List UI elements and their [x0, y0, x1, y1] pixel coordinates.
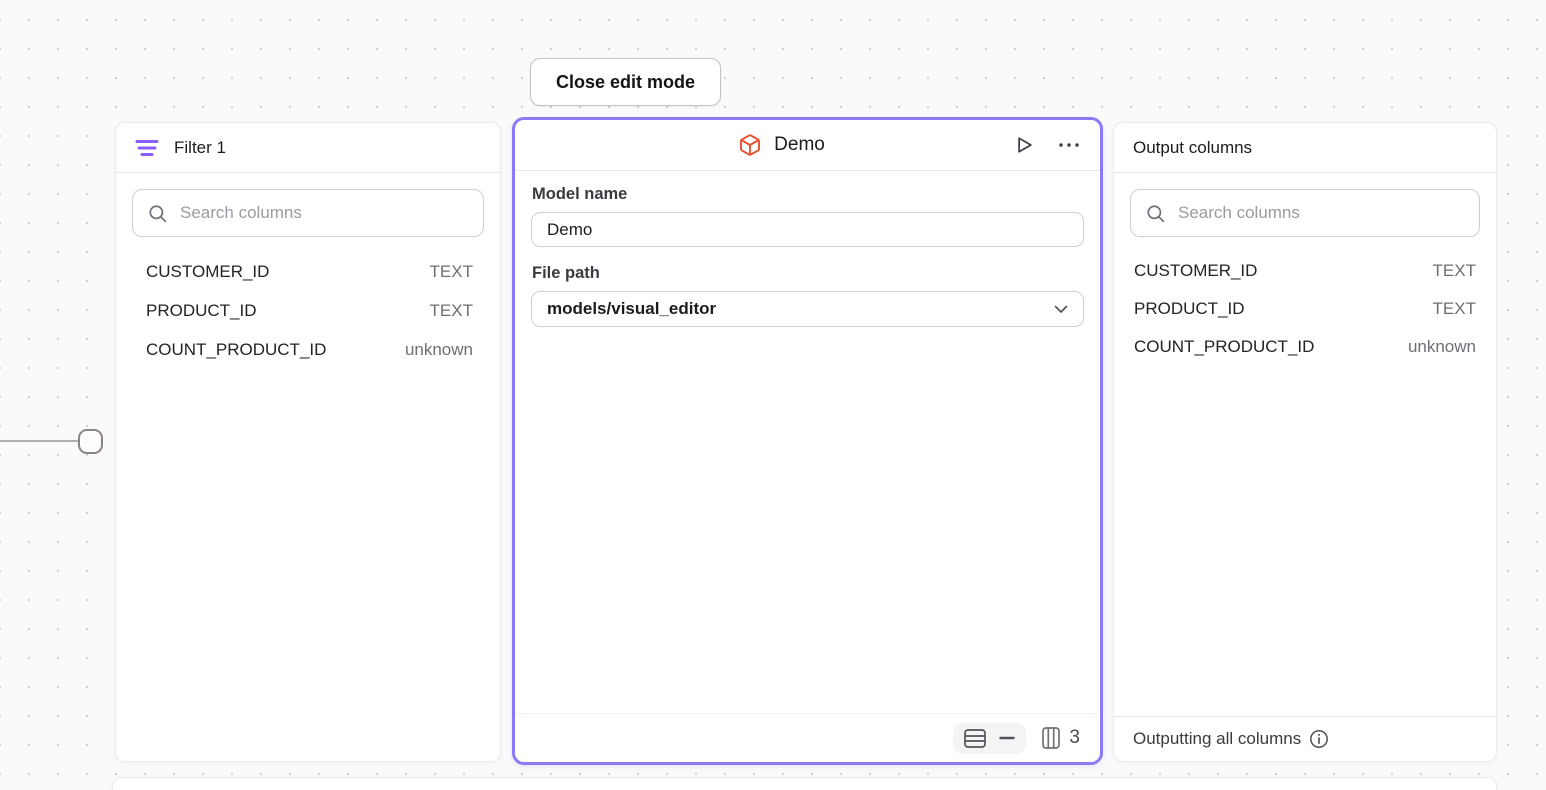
output-panel-footer: Outputting all columns — [1114, 716, 1496, 761]
column-name: PRODUCT_ID — [1134, 299, 1245, 318]
info-icon[interactable] — [1309, 729, 1329, 749]
column-count-indicator[interactable]: 3 — [1042, 727, 1080, 749]
column-row[interactable]: PRODUCT_ID TEXT — [116, 291, 500, 330]
column-type: TEXT — [429, 300, 473, 320]
file-path-label: File path — [532, 264, 600, 282]
column-count: 3 — [1069, 727, 1080, 748]
filter-panel-header: Filter 1 — [116, 123, 500, 173]
filter-search-box — [132, 189, 484, 237]
minus-icon — [999, 736, 1016, 740]
chevron-down-icon — [1054, 305, 1068, 314]
filter-search-input[interactable] — [180, 203, 468, 223]
column-name: CUSTOMER_ID — [1134, 261, 1258, 280]
file-path-value: models/visual_editor — [547, 299, 717, 318]
search-icon — [1146, 204, 1165, 223]
model-panel-footer: 3 — [515, 713, 1100, 762]
column-name: CUSTOMER_ID — [146, 261, 270, 281]
table-columns-icon — [1042, 727, 1061, 749]
model-node-panel[interactable]: Demo — [512, 117, 1103, 765]
connector-handle[interactable] — [78, 429, 103, 454]
filter-panel: Filter 1 CUSTOMER_ID TEXT PRODUCT_ID TEX… — [115, 122, 501, 762]
column-row[interactable]: CUSTOMER_ID TEXT — [116, 252, 500, 291]
close-edit-mode-button[interactable]: Close edit mode — [530, 58, 721, 106]
output-column-list: CUSTOMER_ID TEXT PRODUCT_ID TEXT COUNT_P… — [1114, 252, 1496, 366]
column-type: unknown — [404, 339, 473, 359]
model-name-input[interactable] — [531, 212, 1084, 247]
filter-panel-title: Filter 1 — [174, 137, 226, 157]
output-search-box — [1130, 189, 1480, 237]
model-panel-header: Demo — [515, 120, 1100, 171]
output-footer-text: Outputting all columns — [1133, 729, 1302, 748]
column-type: unknown — [1407, 337, 1476, 356]
cube-icon — [738, 132, 762, 158]
run-model-button[interactable] — [1011, 132, 1036, 158]
column-name: PRODUCT_ID — [146, 300, 257, 320]
model-title-group: Demo — [738, 132, 825, 158]
output-panel-title: Output columns — [1133, 137, 1253, 157]
column-type: TEXT — [1432, 261, 1476, 280]
ellipsis-icon — [1058, 142, 1080, 148]
bottom-panel[interactable] — [112, 777, 1497, 790]
column-row[interactable]: CUSTOMER_ID TEXT — [1114, 252, 1496, 290]
table-rows-icon — [964, 728, 987, 748]
output-search-input[interactable] — [1178, 203, 1464, 223]
model-name-label: Model name — [532, 185, 628, 203]
output-panel-header: Output columns — [1114, 123, 1496, 173]
column-row[interactable]: PRODUCT_ID TEXT — [1114, 290, 1496, 328]
filter-lines-icon — [135, 138, 159, 158]
file-path-select[interactable]: models/visual_editor — [531, 291, 1084, 327]
column-row[interactable]: COUNT_PRODUCT_ID unknown — [116, 330, 500, 369]
play-icon — [1013, 134, 1034, 156]
more-menu-button[interactable] — [1056, 140, 1082, 150]
column-name: COUNT_PRODUCT_ID — [1134, 337, 1315, 356]
output-columns-panel: Output columns CUSTOMER_ID TEXT PRODUCT_… — [1113, 122, 1497, 762]
row-limit-button[interactable] — [953, 722, 1027, 754]
model-panel-body: Model name File path models/visual_edito… — [515, 171, 1100, 327]
column-row[interactable]: COUNT_PRODUCT_ID unknown — [1114, 328, 1496, 366]
filter-column-list: CUSTOMER_ID TEXT PRODUCT_ID TEXT COUNT_P… — [116, 252, 500, 369]
connector-line — [0, 440, 79, 442]
model-header-actions — [1011, 120, 1082, 170]
column-type: TEXT — [429, 261, 473, 281]
model-panel-title: Demo — [774, 134, 825, 155]
search-icon — [148, 204, 167, 223]
column-type: TEXT — [1432, 299, 1476, 318]
column-name: COUNT_PRODUCT_ID — [146, 339, 327, 359]
